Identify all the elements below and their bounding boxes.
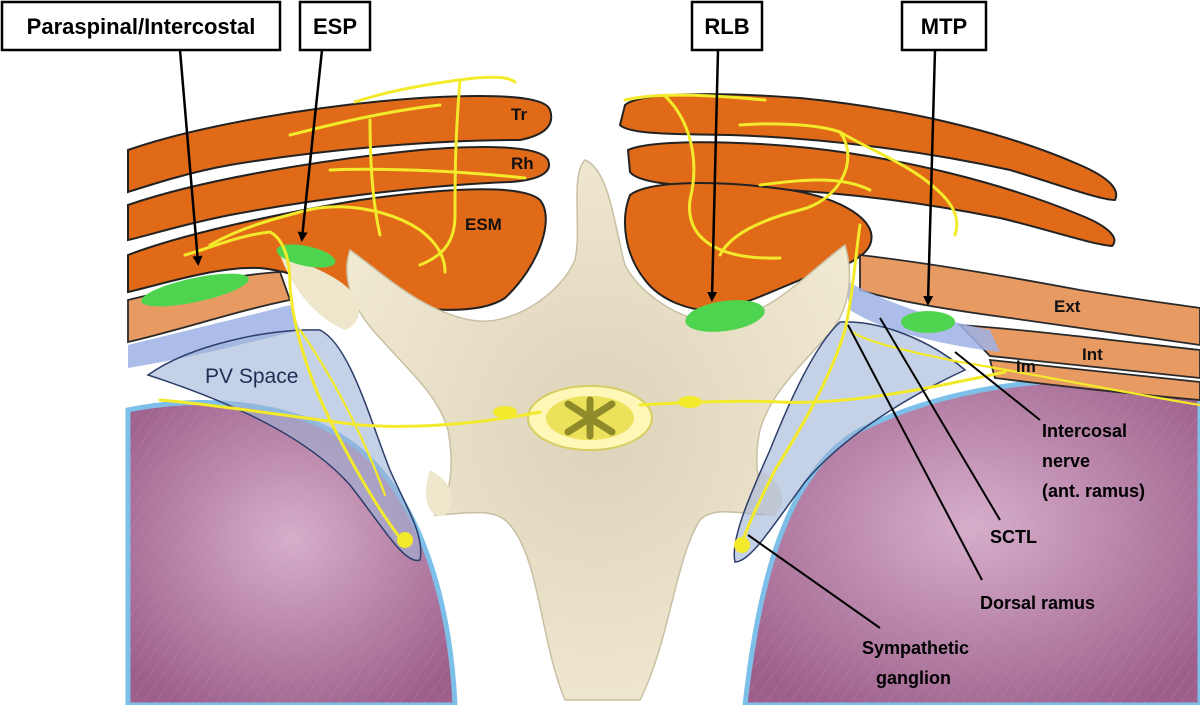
left-pv-space bbox=[146, 329, 422, 562]
label-internal-intercostal: Int bbox=[1082, 345, 1103, 364]
label-external-intercostal: Ext bbox=[1054, 297, 1081, 316]
callout-mtp-label: MTP bbox=[921, 14, 967, 39]
nerves bbox=[158, 75, 1200, 553]
right-pv-space bbox=[733, 321, 967, 563]
right-innermost-intercostal bbox=[988, 358, 1200, 401]
label-trapezius: Tr bbox=[511, 105, 527, 124]
callouts: Paraspinal/Intercostal ESP RLB MTP bbox=[0, 0, 988, 306]
mtp-spread bbox=[901, 311, 955, 333]
label-sctl: SCTL bbox=[990, 527, 1037, 547]
esp-spread bbox=[276, 244, 336, 268]
label-intercostal-nerve-3: (ant. ramus) bbox=[1042, 481, 1145, 501]
vertebra bbox=[280, 159, 851, 701]
label-dorsal-ramus: Dorsal ramus bbox=[980, 593, 1095, 613]
callout-esp-label: ESP bbox=[313, 14, 357, 39]
label-sympathetic-1: Sympathetic bbox=[862, 638, 969, 658]
label-intercostal-nerve-1: Intercosal bbox=[1042, 421, 1127, 441]
callout-esp: ESP bbox=[297, 0, 372, 242]
injection-sites bbox=[141, 244, 955, 333]
right-external-intercostal bbox=[859, 253, 1200, 346]
pv-spaces bbox=[146, 321, 967, 563]
callout-paraspinal: Paraspinal/Intercostal bbox=[0, 0, 282, 266]
callout-mtp: MTP bbox=[900, 0, 988, 306]
label-erector-spinae: ESM bbox=[465, 215, 502, 234]
label-innermost-intercostal: Im bbox=[1016, 357, 1036, 376]
label-intercostal-nerve-2: nerve bbox=[1042, 451, 1090, 471]
label-rhomboid: Rh bbox=[511, 154, 534, 173]
label-pv-space: PV Space bbox=[205, 365, 298, 388]
right-trapezius bbox=[618, 93, 1118, 202]
callout-rlb-label: RLB bbox=[704, 14, 749, 39]
leader-lines bbox=[747, 317, 1041, 629]
right-internal-intercostal bbox=[957, 323, 1200, 379]
label-sympathetic-2: ganglion bbox=[876, 668, 951, 688]
callout-rlb: RLB bbox=[690, 0, 764, 302]
paraspinal-intercostal-spread bbox=[141, 273, 249, 307]
callout-paraspinal-label: Paraspinal/Intercostal bbox=[27, 14, 256, 39]
rlb-spread bbox=[685, 300, 765, 332]
